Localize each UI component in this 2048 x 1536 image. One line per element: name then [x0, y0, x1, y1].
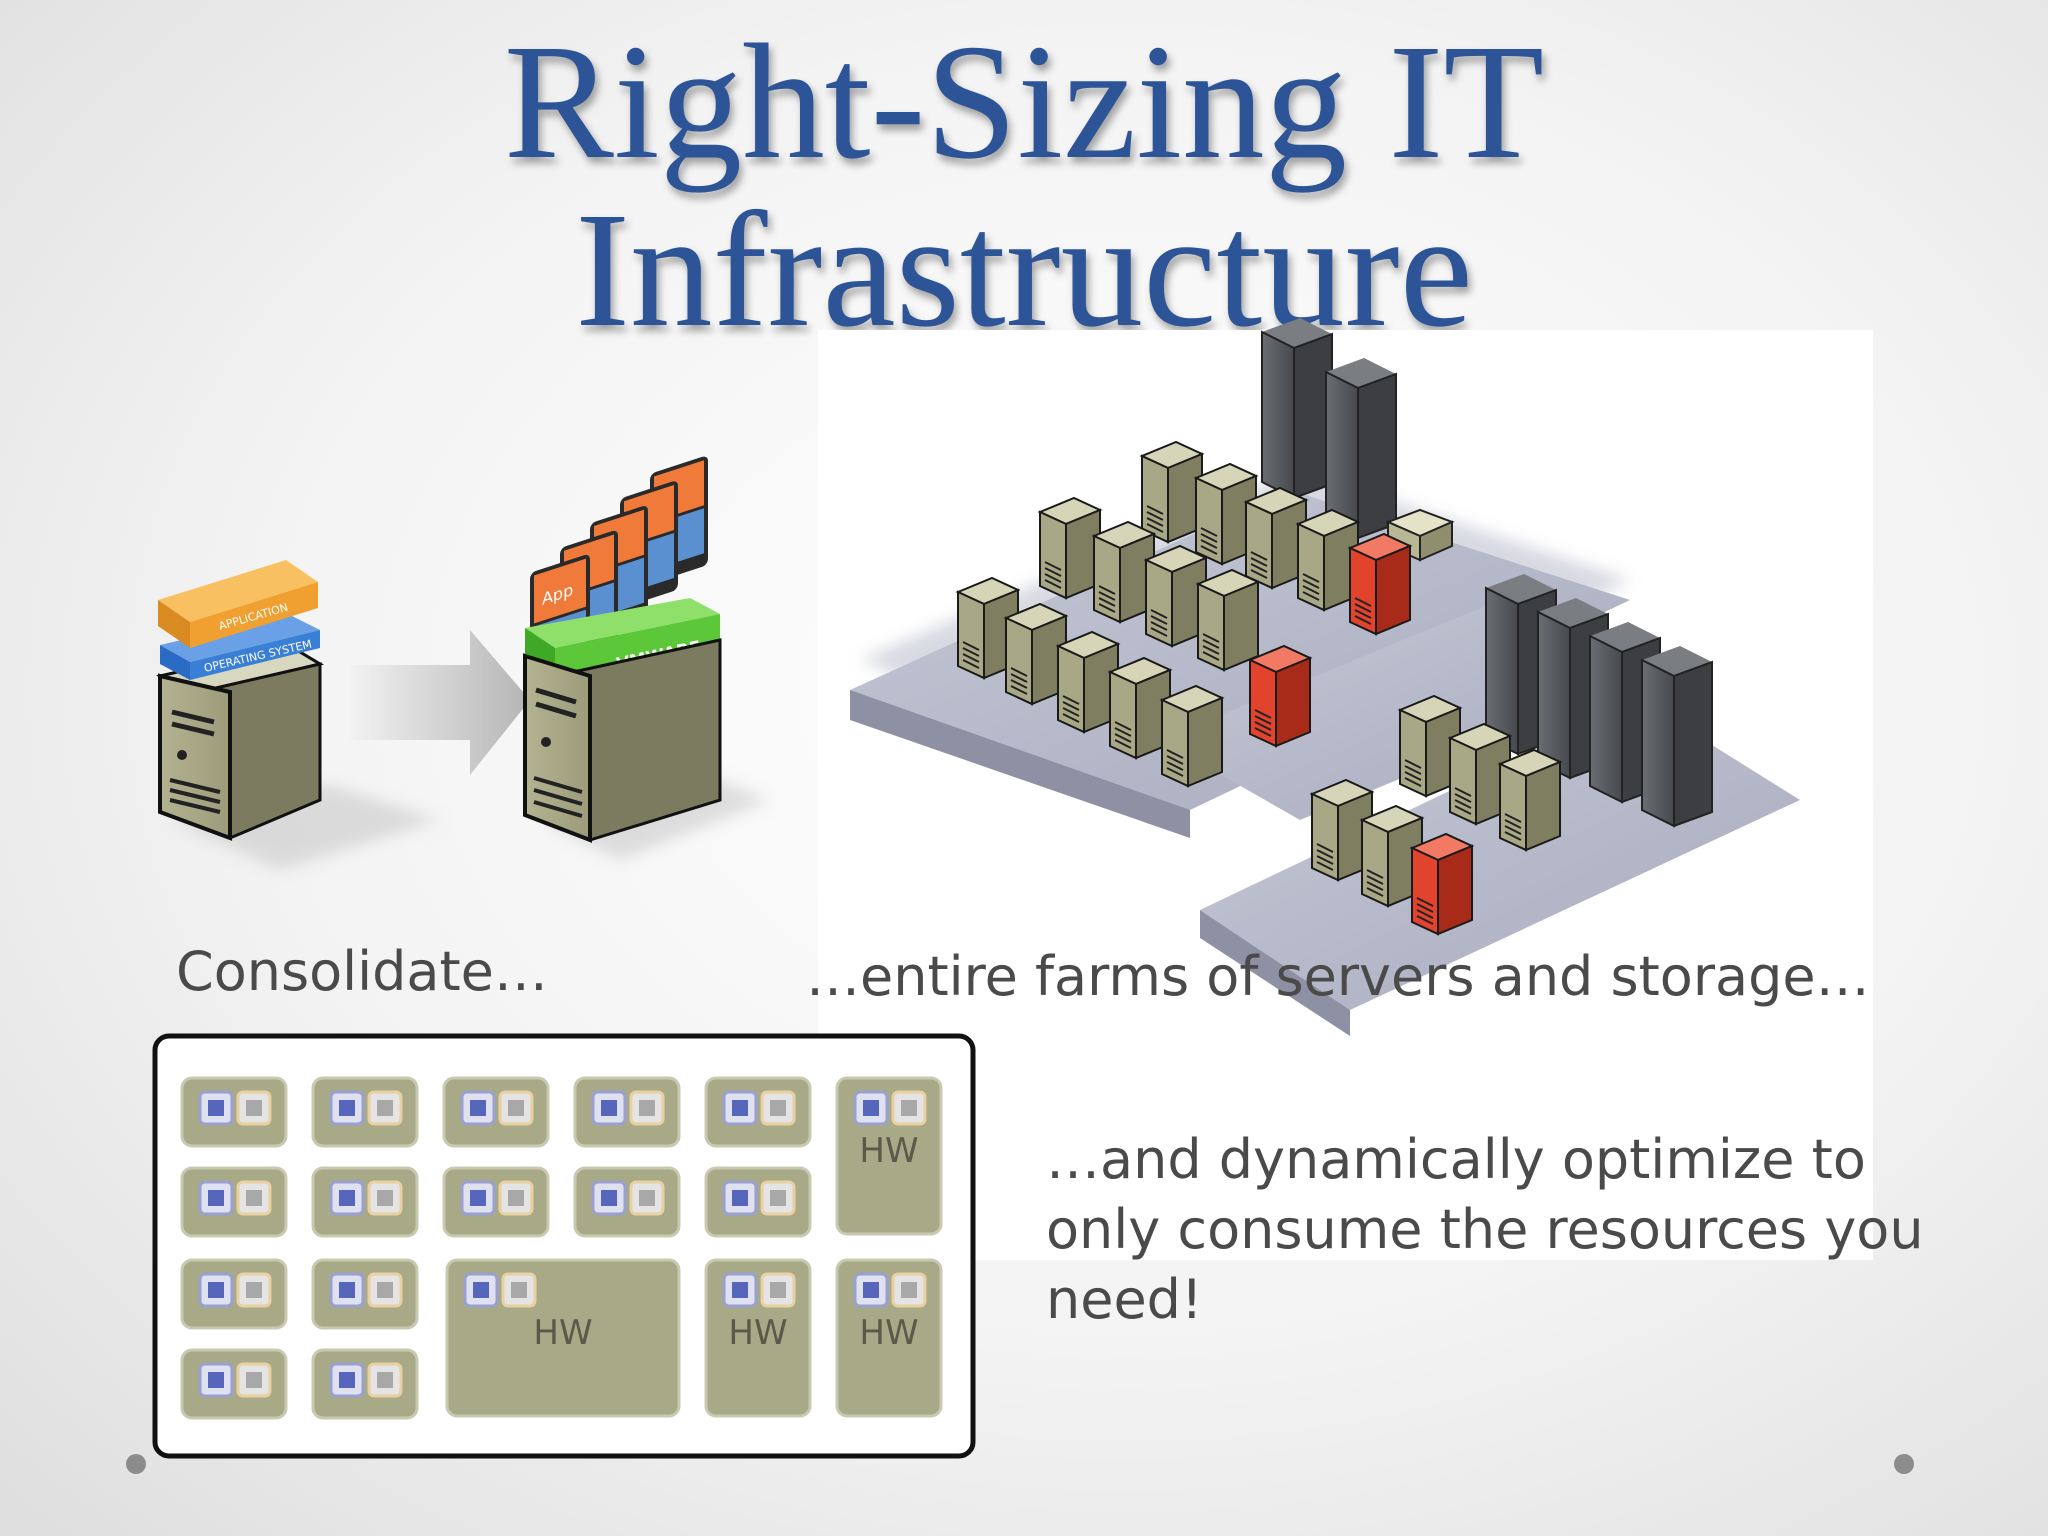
red-server-icon: [1247, 644, 1313, 748]
hw-tile-large: HW: [835, 1258, 943, 1418]
hw-tile: [311, 1166, 419, 1238]
tower-server-icon: [1037, 496, 1103, 600]
caption-optimize: …and dynamically optimize to only consum…: [1046, 1128, 1924, 1331]
tower-server-icon: [1309, 778, 1375, 882]
tower-server-icon: [1139, 440, 1205, 544]
caption-farms: …entire farms of servers and storage…: [806, 945, 1870, 1008]
hw-tile: [573, 1166, 681, 1238]
title-line-1: Right-Sizing IT: [503, 10, 1545, 193]
hw-tile-large: HW: [445, 1258, 681, 1418]
hw-tile: [311, 1076, 419, 1148]
hw-tile-large: HW: [835, 1076, 943, 1236]
virtualized-server-group: App OS VMWARE: [523, 456, 770, 860]
tower-server-icon: [1497, 748, 1563, 852]
tower-server-icon: [1159, 684, 1225, 788]
storage-rack: [1261, 318, 1333, 500]
hw-tile: [442, 1076, 550, 1148]
consolidate-arrow: [350, 630, 530, 775]
physical-server-icon: [156, 644, 324, 841]
hw-label: HW: [859, 1313, 918, 1353]
physical-server-group: OPERATING SYSTEM APPLICATION: [156, 560, 440, 870]
slide-title: Right-Sizing IT Infrastructure: [0, 18, 2048, 354]
hw-tile: [180, 1076, 288, 1148]
hw-tile-large: HW: [704, 1258, 812, 1418]
hw-tile: [704, 1166, 812, 1238]
hw-tile: [311, 1348, 419, 1420]
tower-server-icon: [1055, 630, 1121, 734]
caption-consolidate: Consolidate…: [176, 940, 548, 1003]
red-server-icon: [1409, 832, 1475, 936]
hw-label: HW: [728, 1313, 787, 1353]
storage-rack: [1641, 646, 1713, 828]
hw-tile: [704, 1076, 812, 1148]
virtualized-server-icon: [523, 638, 722, 843]
tower-server-icon: [1195, 568, 1261, 672]
slide-corner-dot-right: [1894, 1454, 1914, 1474]
title-line-2: Infrastructure: [575, 178, 1473, 361]
hw-tile: [442, 1166, 550, 1238]
application-layer: APPLICATION: [158, 560, 318, 648]
hw-label: HW: [859, 1131, 918, 1171]
hw-label: HW: [533, 1313, 592, 1353]
hw-tile: [180, 1348, 288, 1420]
hw-tile: [311, 1258, 419, 1330]
network-device: [1385, 508, 1455, 562]
resource-pool-panel: HW HW HW HW: [152, 1033, 976, 1459]
hw-tile: [573, 1076, 681, 1148]
slide-corner-dot-left: [126, 1454, 146, 1474]
red-server-icon: [1347, 532, 1413, 636]
tower-server-icon: [1143, 544, 1209, 648]
hw-tile: [180, 1258, 288, 1330]
server-farm-illustration: [850, 318, 1800, 1036]
hw-tile: [180, 1166, 288, 1238]
tower-server-icon: [1447, 722, 1513, 826]
